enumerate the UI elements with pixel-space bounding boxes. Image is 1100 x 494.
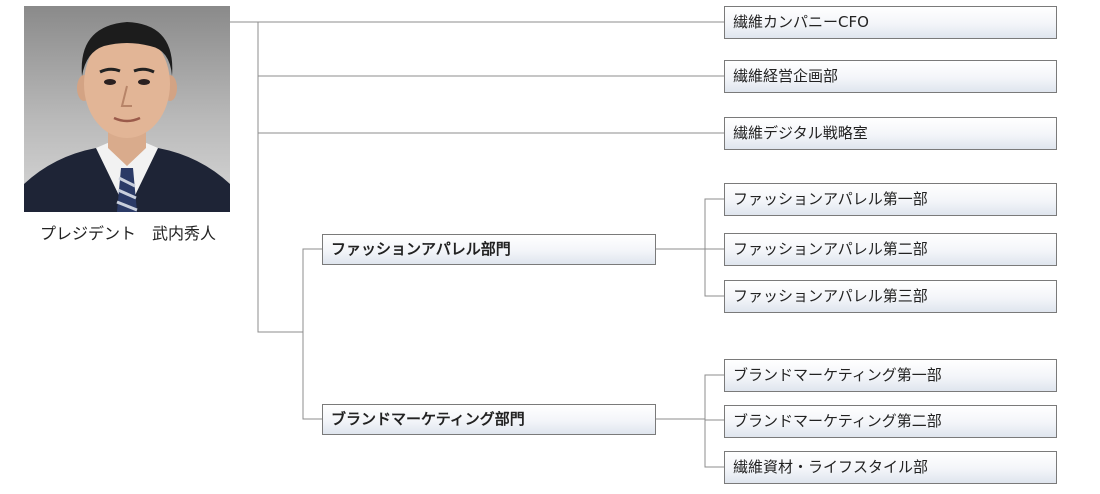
unit-box-brand-3: 繊維資材・ライフスタイル部 [724,451,1057,484]
division-box-fashion: ファッションアパレル部門 [322,234,656,265]
unit-box-digital: 繊維デジタル戦略室 [724,117,1057,150]
unit-box-planning: 繊維経営企画部 [724,60,1057,93]
unit-box-fashion-2: ファッションアパレル第二部 [724,233,1057,266]
unit-box-fashion-1: ファッションアパレル第一部 [724,183,1057,216]
connector-division-trunk [303,249,322,419]
unit-box-cfo: 繊維カンパニーCFO [724,6,1057,39]
connector-fashion-units [705,199,724,296]
connector-trunk [258,22,303,332]
connector-brand-units [705,375,724,467]
unit-box-brand-2: ブランドマーケティング第二部 [724,405,1057,438]
division-box-brand: ブランドマーケティング部門 [322,404,656,435]
unit-box-fashion-3: ファッションアパレル第三部 [724,280,1057,313]
leader-caption: プレジデント 武内秀人 [22,220,234,244]
leader-photo [24,6,230,212]
portrait-image [24,6,230,212]
unit-box-brand-1: ブランドマーケティング第一部 [724,359,1057,392]
